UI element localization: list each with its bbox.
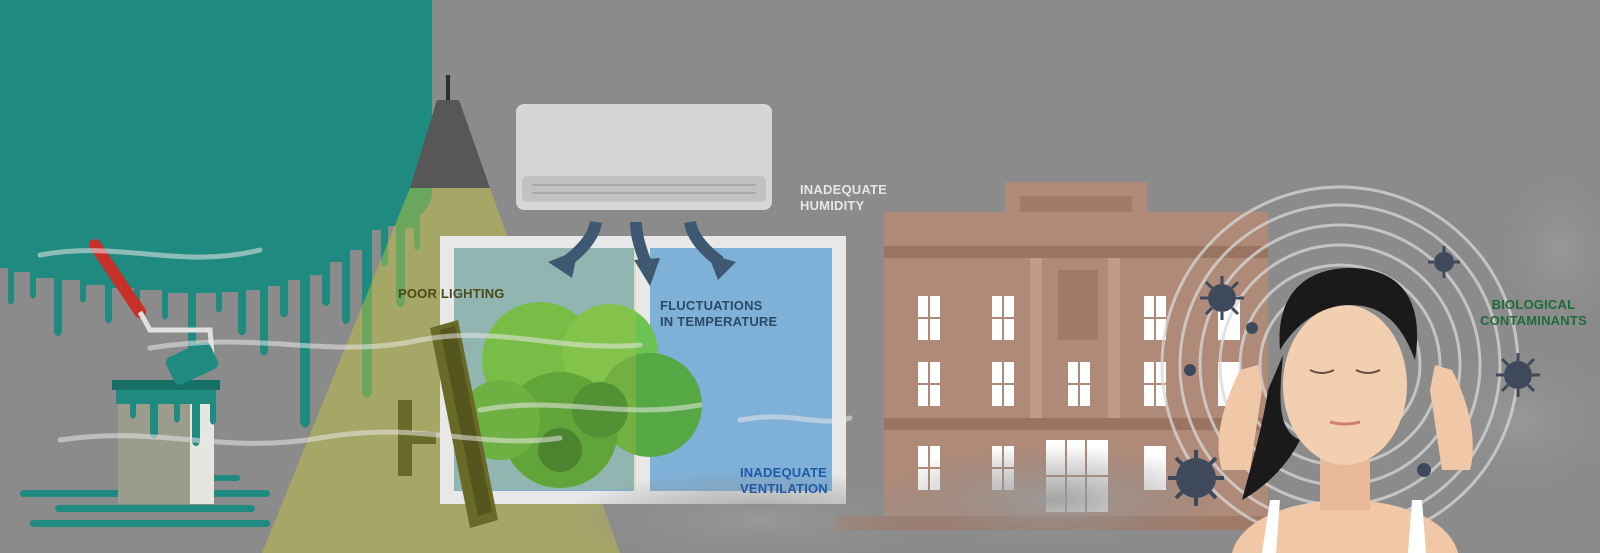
- poor-lighting-text: POOR LIGHTING: [398, 286, 505, 301]
- virus-icon: [1168, 450, 1224, 506]
- window: [440, 236, 846, 504]
- woman-headache: [1218, 268, 1473, 553]
- virus-icon: [1496, 353, 1540, 397]
- virus-particles: [1168, 246, 1540, 506]
- inadequate-ventilation-label: INADEQUATE VENTILATION: [740, 465, 828, 497]
- temperature-line-2: IN TEMPERATURE: [660, 314, 778, 329]
- virus-icon: [1246, 322, 1258, 334]
- air-conditioner: [516, 104, 772, 210]
- humidity-line-1: INADEQUATE: [800, 182, 887, 197]
- air-wisps: [37, 247, 853, 446]
- virus-icon: [1428, 246, 1460, 278]
- biological-line-2: CONTAMINANTS: [1480, 313, 1587, 328]
- humidity-line-2: HUMIDITY: [800, 198, 865, 213]
- virus-icon: [1184, 364, 1196, 376]
- pendant-lamp: [410, 75, 490, 188]
- paint-bucket: [112, 380, 220, 504]
- smog-clouds: [560, 160, 1600, 553]
- virus-icon: [1200, 276, 1244, 320]
- inadequate-humidity-label: INADEQUATE HUMIDITY: [800, 182, 887, 214]
- temperature-line-1: FLUCTUATIONS: [660, 298, 763, 313]
- biological-contaminants-label: BIOLOGICAL CONTAMINANTS: [1480, 297, 1587, 329]
- virus-icon: [1417, 463, 1431, 477]
- poor-lighting-label: POOR LIGHTING: [398, 286, 505, 302]
- ventilation-line-1: INADEQUATE: [740, 465, 827, 480]
- temperature-fluctuation-label: FLUCTUATIONS IN TEMPERATURE: [660, 298, 777, 330]
- ventilation-line-2: VENTILATION: [740, 481, 828, 496]
- biological-line-1: BIOLOGICAL: [1491, 297, 1576, 312]
- dripping-paint-wall: [0, 0, 432, 428]
